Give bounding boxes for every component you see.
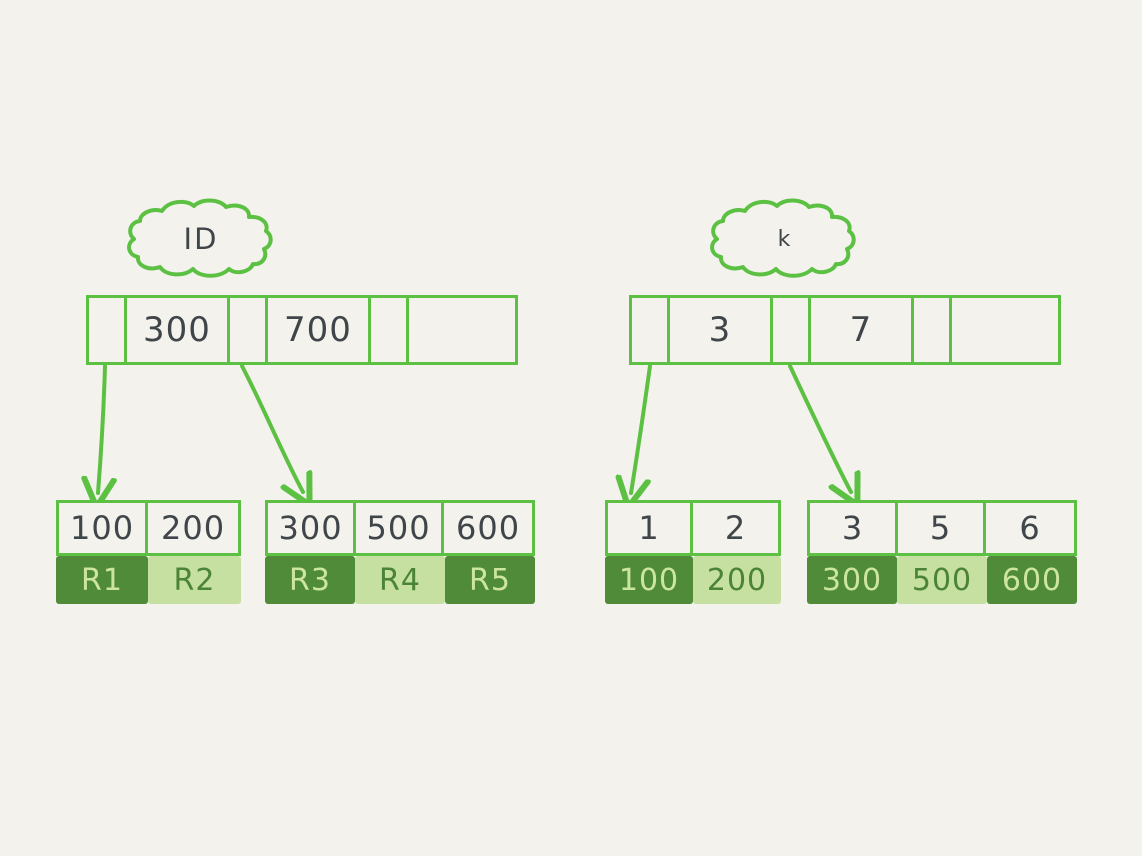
edge-right-root-p0-to-leaf1 [631,364,652,493]
leaf-data-cell: 500 [897,556,987,604]
cloud-label-k: k [707,198,857,280]
leaf-key-row: 100 200 [56,500,241,556]
leaf-key-cell: 200 [160,509,226,547]
leaf-data-row: R1 R2 [56,556,241,604]
leaf-data-cell: 300 [807,556,897,604]
leaf-data-cell: R5 [445,556,535,604]
root-empty-tail-cell [952,298,1058,362]
leaf-key-cell: 100 [59,503,149,553]
leaf-data-row: 100 200 [605,556,781,604]
leaf-node-left-1[interactable]: 100 200 R1 R2 [56,500,241,604]
leaf-node-left-2[interactable]: 300 500 600 R3 R4 R5 [265,500,535,604]
root-pointer-cell-1[interactable] [773,298,811,362]
root-node-secondary[interactable]: 3 7 [629,295,1061,365]
leaf-node-right-2[interactable]: 3 5 6 300 500 600 [807,500,1077,604]
cloud-label-id-text: ID [183,222,219,256]
root-pointer-cell-1[interactable] [230,298,268,362]
leaf-data-cell: R1 [56,556,148,604]
leaf-key-cell: 500 [356,503,445,553]
leaf-data-cell: 600 [987,556,1077,604]
leaf-key-cell: 3 [810,503,899,553]
root-pointer-cell-2[interactable] [371,298,409,362]
leaf-data-cell: R4 [355,556,445,604]
leaf-data-row: 300 500 600 [807,556,1077,604]
leaf-key-cell: 600 [455,509,521,547]
root-key-cell-0: 300 [127,298,230,362]
root-pointer-cell-2[interactable] [914,298,952,362]
edge-left-root-p1-to-leaf2 [240,364,303,492]
edge-left-root-p0-to-leaf1 [98,364,105,493]
root-key-cell-1: 7 [811,298,914,362]
edge-right-root-p1-to-leaf2 [788,364,851,492]
leaf-data-cell: 100 [605,556,693,604]
leaf-key-cell: 2 [724,509,747,547]
leaf-data-row: R3 R4 R5 [265,556,535,604]
leaf-data-cell: 200 [693,556,781,604]
root-node-clustered[interactable]: 300 700 [86,295,518,365]
root-key-cell-1: 700 [268,298,371,362]
leaf-key-row: 1 2 [605,500,781,556]
cloud-label-id: ID [124,198,274,280]
leaf-key-cell: 1 [608,503,694,553]
leaf-key-row: 300 500 600 [265,500,535,556]
leaf-node-right-1[interactable]: 1 2 100 200 [605,500,781,604]
root-key-cell-0: 3 [670,298,773,362]
root-empty-tail-cell [409,298,515,362]
leaf-key-cell: 6 [1019,509,1041,547]
cloud-label-k-text: k [777,226,791,252]
leaf-key-row: 3 5 6 [807,500,1077,556]
leaf-key-cell: 300 [268,503,357,553]
leaf-key-cell: 5 [898,503,987,553]
root-pointer-cell-0[interactable] [632,298,670,362]
root-pointer-cell-0[interactable] [89,298,127,362]
leaf-data-cell: R3 [265,556,355,604]
leaf-data-cell: R2 [148,556,241,604]
